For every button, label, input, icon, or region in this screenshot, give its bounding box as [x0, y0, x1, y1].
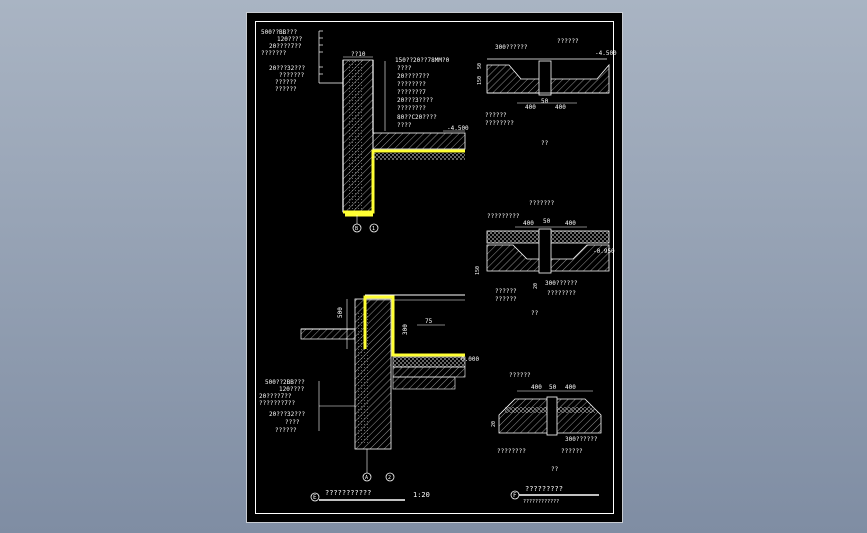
detail-right-bottom: ?????? 400 50 400 20 300?????? ???????? …: [491, 372, 602, 473]
bottom-label: ??????: [495, 296, 517, 303]
dim-right: 400: [565, 384, 576, 391]
spec-line: 120????: [277, 36, 303, 43]
spec-line: 120????: [279, 386, 305, 393]
elevation-label: -4.500: [447, 125, 469, 132]
elevation-label: -4.500: [595, 50, 617, 57]
drawing-sheet: 500??BB??? 120???? 20????7?? ??????? 20?…: [246, 12, 623, 523]
note-line: 80??C20????: [397, 114, 437, 121]
dim-mid: 50: [541, 98, 549, 105]
note-line: ????: [397, 122, 412, 129]
note-line: 20????7??: [397, 73, 430, 80]
dim-top: ??10: [351, 51, 366, 58]
note-line: ????????: [397, 105, 426, 112]
spec-line: ??????: [275, 86, 297, 93]
title-text: ?????????: [525, 485, 563, 493]
detail-right-top: 300?????? ?????? -4.500 400 50 400 50 15…: [477, 38, 617, 147]
detail-right-middle: ??????? ????????? 400 50 400 -0.950 150 …: [475, 200, 615, 317]
bottom-label: ????????: [547, 290, 576, 297]
caption: ??: [531, 310, 539, 317]
axis-label: 2: [388, 475, 391, 481]
caption: ??: [551, 466, 559, 473]
title-text: ???????????: [325, 489, 371, 497]
spec-line: 20????7??: [259, 393, 292, 400]
caption: ??: [541, 140, 549, 147]
spec-line: ???????7??: [259, 400, 296, 407]
bottom-label: ??????: [495, 288, 517, 295]
spec-line: 500??BB???: [261, 29, 298, 36]
detail-left-top: 500??BB??? 120???? 20????7?? ??????? 20?…: [261, 29, 469, 233]
spec-line: 20????7??: [269, 43, 302, 50]
elevation-label: 0.000: [461, 356, 479, 363]
title-left: E ??????????? 1:20: [310, 489, 430, 502]
right-label: 300??????: [565, 436, 598, 443]
top-label: ??????: [509, 372, 531, 379]
label-right: ??????: [557, 38, 579, 45]
note-line: 150??20??78MM?0: [395, 57, 450, 64]
dim-right: 400: [565, 220, 576, 227]
title-subtext: ????????????: [523, 499, 559, 505]
spec-line: ??????: [275, 79, 297, 86]
dim-300: 300: [402, 324, 409, 335]
detail-left-bottom: 500 300 75 0.000 500??2BB??? 120???? 20?…: [259, 294, 479, 482]
elevation-label: -0.950: [593, 248, 615, 255]
spec-line: ???????: [279, 72, 305, 79]
bottom-note: ????????: [485, 120, 514, 127]
spec-line: 20???32???: [269, 65, 306, 72]
side-dim: 50: [477, 63, 483, 69]
title-symbol: F: [513, 492, 517, 499]
dim-75: 75: [425, 318, 433, 325]
spec-line: 500??2BB???: [265, 379, 305, 386]
note-line: ????: [397, 65, 412, 72]
cad-drawing: 500??BB??? 120???? 20????7?? ??????? 20?…: [259, 29, 617, 505]
spec-line: ??????: [275, 427, 297, 434]
bottom-note: ????????: [497, 448, 526, 455]
spec-line: ????: [285, 419, 300, 426]
dim-500: 500: [337, 307, 344, 318]
side-dim: 150: [477, 76, 483, 85]
side-dim: 20: [533, 283, 539, 289]
title-scale: 1:20: [413, 491, 430, 499]
axis-label: A: [365, 475, 368, 481]
spec-line: ???????: [261, 50, 287, 57]
drawing-frame: [255, 21, 614, 514]
bottom-label: 300??????: [545, 280, 578, 287]
bottom-note: ??????: [485, 112, 507, 119]
axis-label: 1: [372, 226, 375, 232]
side-dim: 20: [491, 421, 497, 427]
axis-label: B: [355, 226, 358, 232]
side-dim: 150: [475, 266, 481, 275]
dim-mid: 50: [543, 218, 551, 225]
title-symbol: E: [313, 494, 317, 501]
dim-left: 400: [531, 384, 542, 391]
bottom-note: ??????: [561, 448, 583, 455]
dim-left: 400: [523, 220, 534, 227]
dim-right: 400: [555, 104, 566, 111]
label-left: 300??????: [495, 44, 528, 51]
spec-line: 20???32???: [269, 411, 306, 418]
dim-mid: 50: [549, 384, 557, 391]
note-line: ????????: [397, 81, 426, 88]
note-line: ???????7: [397, 89, 426, 96]
dim-left: 400: [525, 104, 536, 111]
note-line: 20???3????: [397, 97, 434, 104]
top-label: ???????: [529, 200, 555, 207]
left-label: ?????????: [487, 213, 520, 220]
title-right: F ????????? ????????????: [510, 485, 599, 505]
